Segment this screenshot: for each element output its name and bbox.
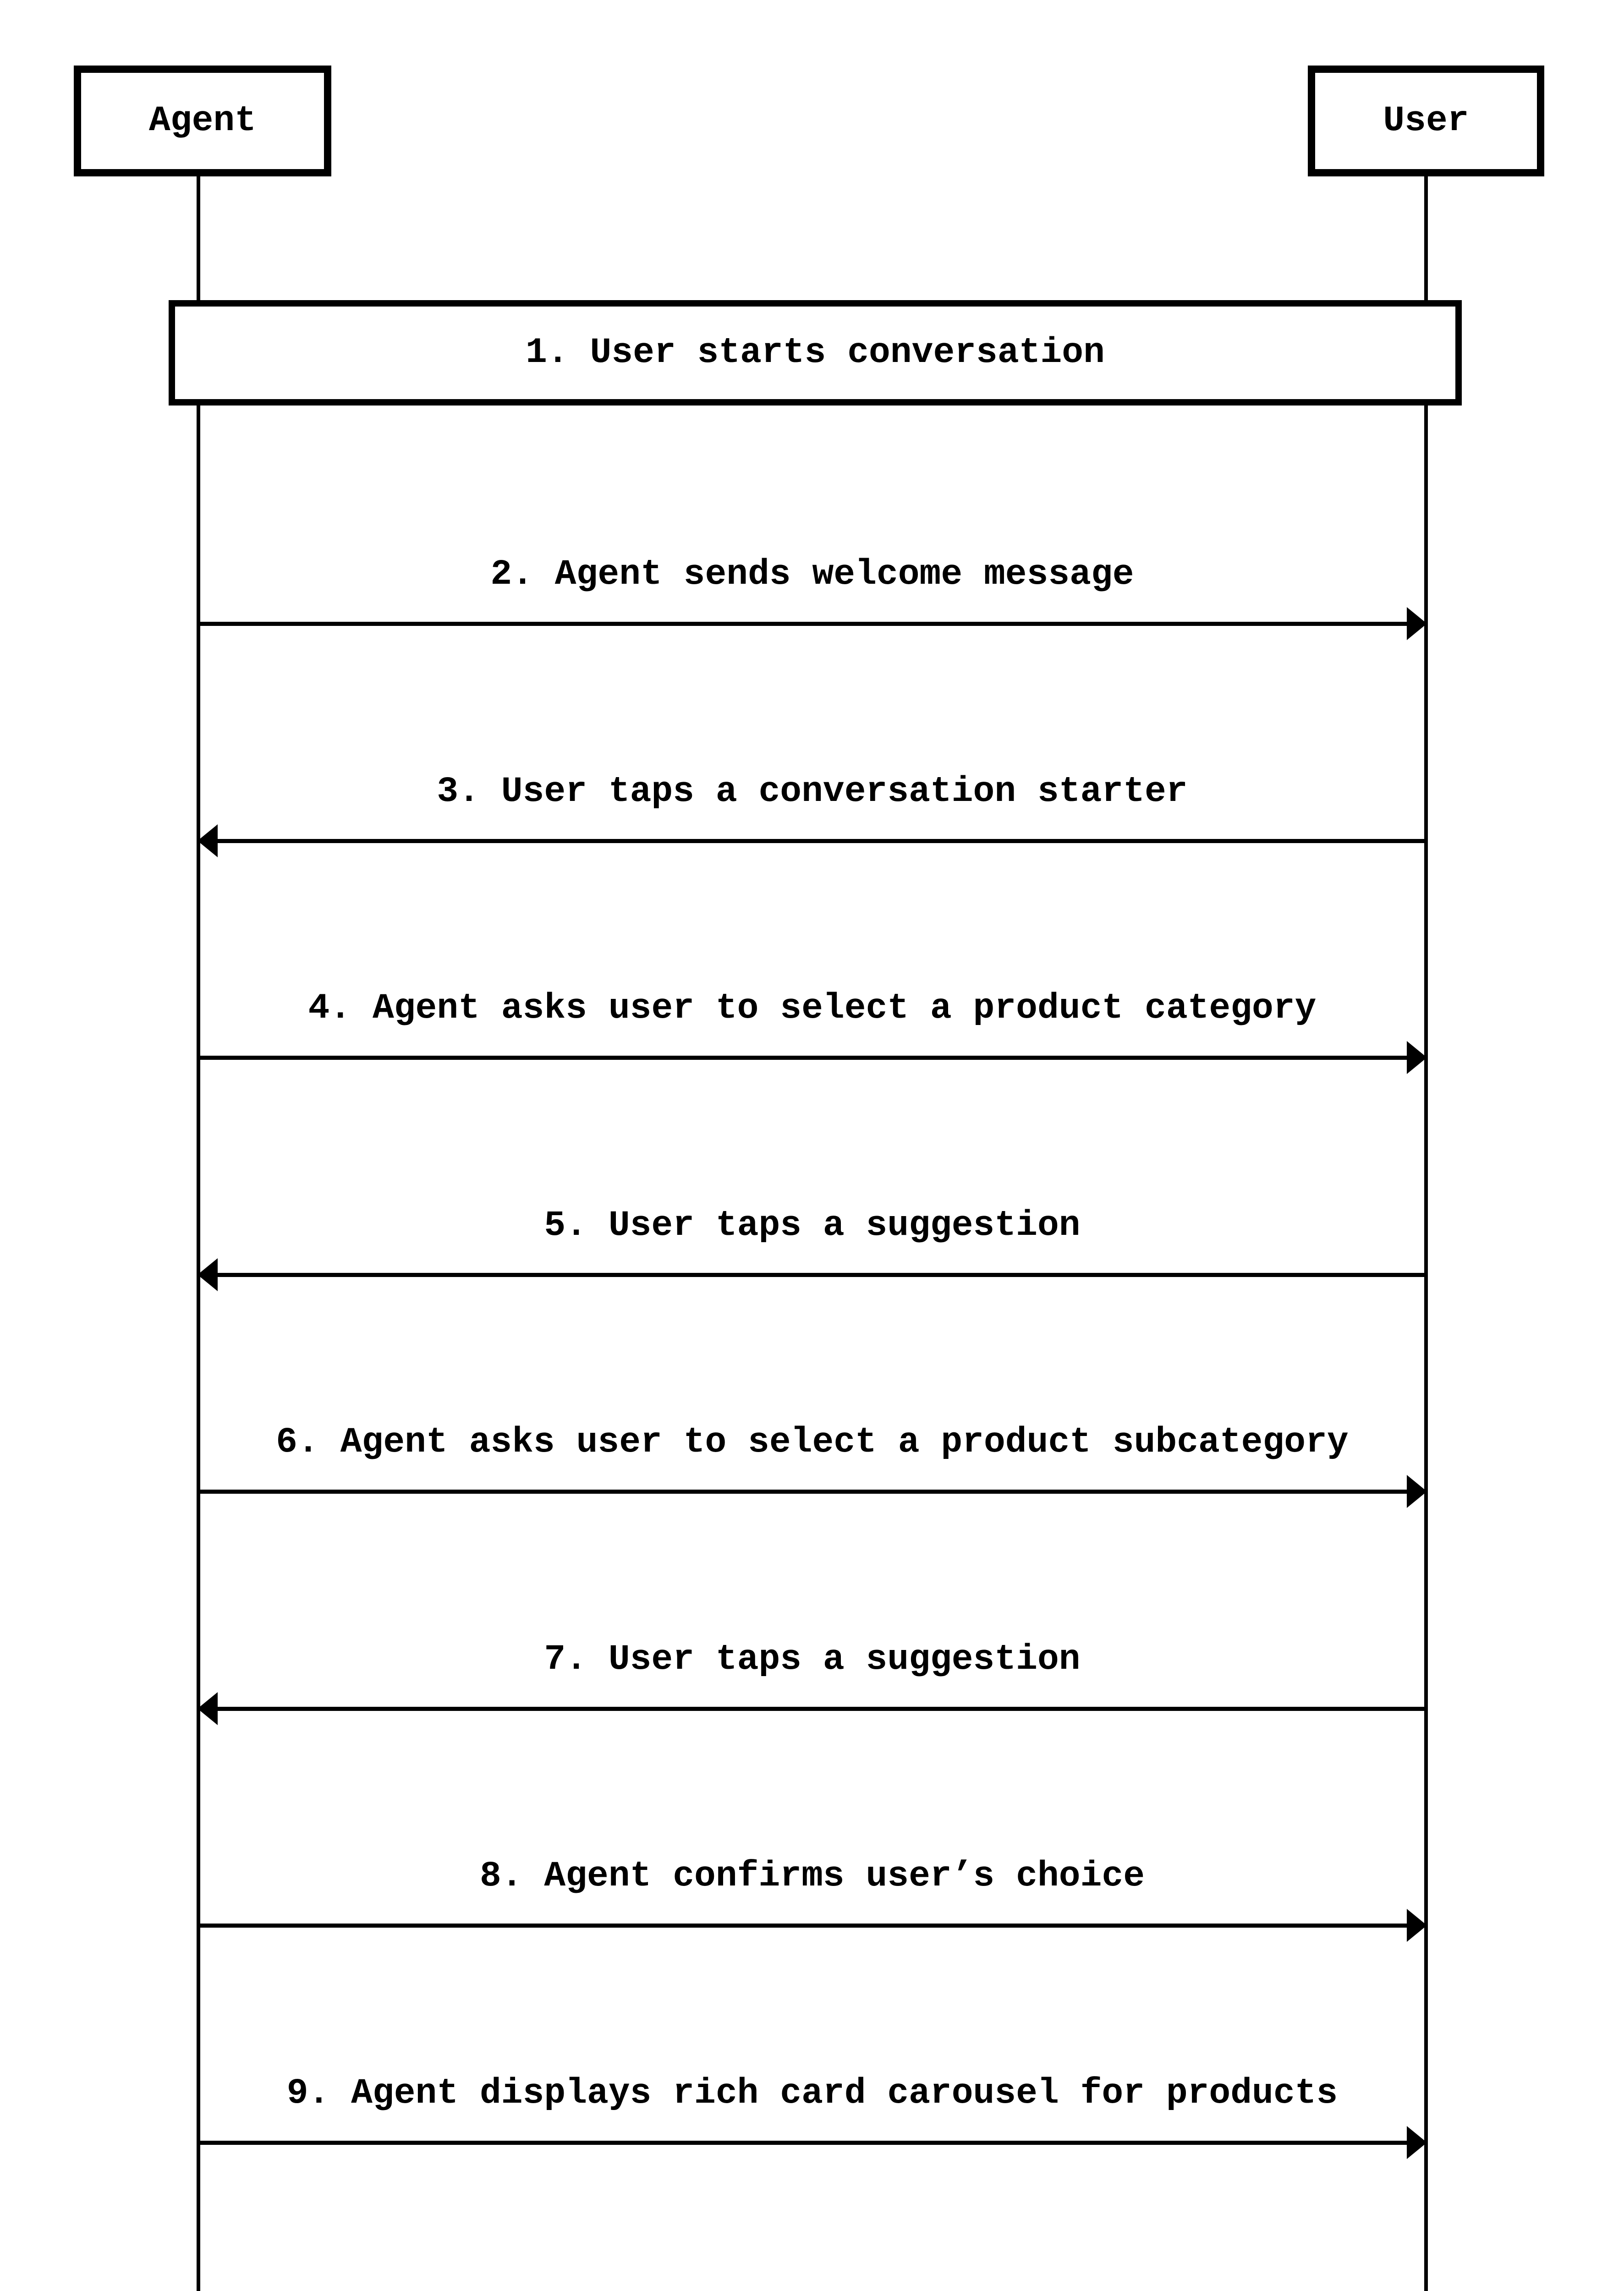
message-3-label: 3. User taps a conversation starter — [437, 772, 1188, 812]
actor-box-user-top: User — [1308, 66, 1544, 176]
message-6-label: 6. Agent asks user to select a product s… — [276, 1422, 1349, 1463]
message-5-arrow-shaft — [216, 1273, 1426, 1277]
message-2-arrow-shaft — [198, 622, 1409, 626]
arrowhead-left-icon — [198, 1692, 218, 1725]
message-5-label: 5. User taps a suggestion — [544, 1206, 1081, 1246]
message-4-label: 4. Agent asks user to select a product c… — [308, 988, 1317, 1029]
message-10-label: 10. User selects a product — [198, 2289, 1426, 2291]
message-9-label: 9. Agent displays rich card carousel for… — [286, 2073, 1338, 2114]
arrowhead-right-icon — [1407, 1475, 1427, 1508]
message-4-arrow-shaft — [198, 1056, 1409, 1060]
arrowhead-right-icon — [1407, 1041, 1427, 1074]
arrowhead-left-icon — [198, 824, 218, 857]
arrowhead-right-icon — [1407, 607, 1427, 640]
message-2-label: 2. Agent sends welcome message — [490, 554, 1134, 595]
user-lifeline — [1424, 176, 1428, 2291]
message-8-label: 8. Agent confirms user’s choice — [479, 1856, 1145, 1896]
message-8-arrow-shaft — [198, 1924, 1409, 1928]
actor-label-user: User — [1383, 101, 1469, 141]
actor-box-agent-top: Agent — [74, 66, 331, 176]
message-7-arrow-shaft — [216, 1707, 1426, 1711]
step-note-conversation-start: 1. User starts conversation — [169, 300, 1462, 406]
arrowhead-right-icon — [1407, 2126, 1427, 2159]
message-6-arrow-shaft — [198, 1490, 1409, 1494]
agent-lifeline — [197, 176, 200, 2291]
arrowhead-left-icon — [198, 1258, 218, 1291]
actor-label-agent: Agent — [148, 101, 257, 141]
note-label: 1. User starts conversation — [526, 333, 1105, 373]
message-7-label: 7. User taps a suggestion — [544, 1639, 1081, 1680]
arrowhead-right-icon — [1407, 1909, 1427, 1942]
message-9-arrow-shaft — [198, 2141, 1409, 2145]
message-3-arrow-shaft — [216, 839, 1426, 843]
